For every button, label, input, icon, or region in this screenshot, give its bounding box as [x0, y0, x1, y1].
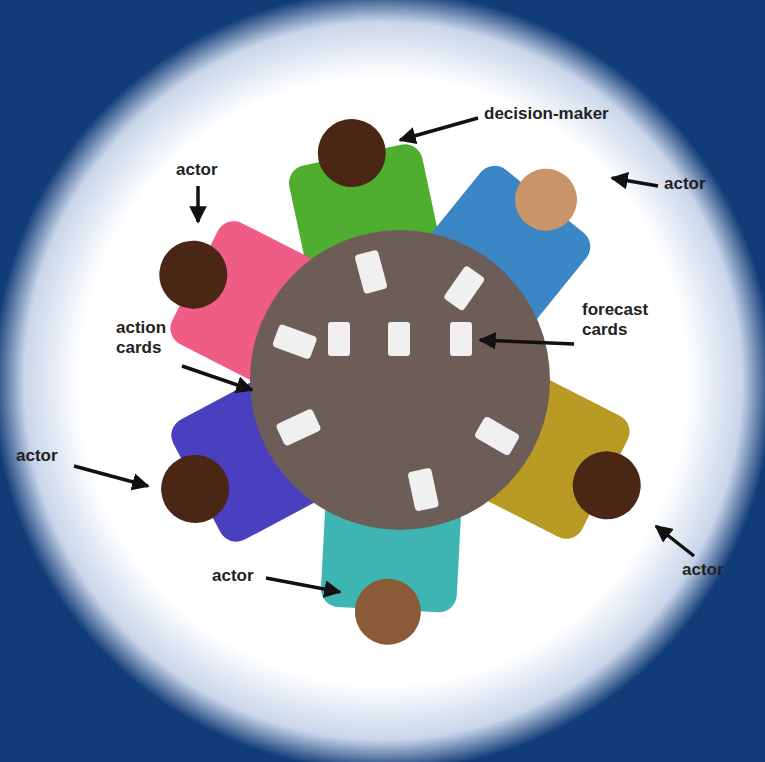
role-label: actor [16, 446, 58, 466]
role-label: actor [664, 174, 706, 194]
role-label: actor [176, 160, 218, 180]
role-label: actor [682, 560, 724, 580]
leader-arrows [74, 118, 694, 592]
table [250, 230, 550, 530]
role-label: forecast cards [582, 300, 662, 339]
role-label: action cards [116, 318, 178, 357]
people [132, 106, 668, 649]
role-label: actor [212, 566, 254, 586]
role-label: decision-maker [484, 104, 609, 124]
cards [272, 249, 520, 511]
